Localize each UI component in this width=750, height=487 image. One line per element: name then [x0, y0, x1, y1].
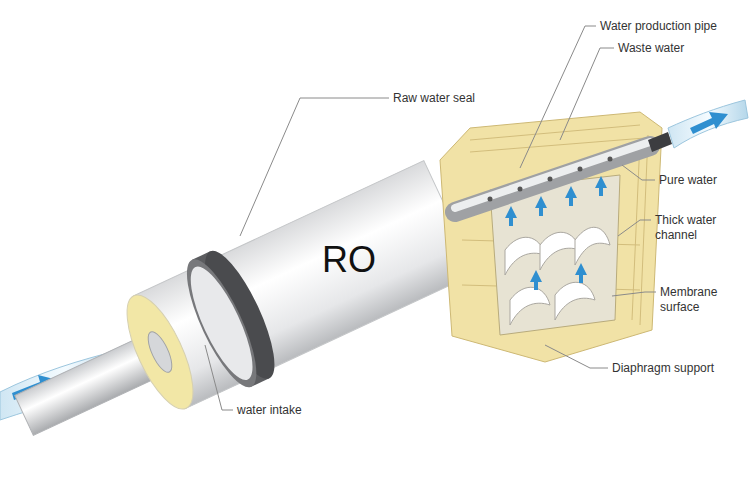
- membrane-sheet: [505, 237, 545, 275]
- leader-line: [618, 220, 651, 236]
- pipe-highlight: [455, 142, 650, 208]
- flow-arrow: [575, 263, 587, 283]
- outlet-nozzle: [648, 132, 672, 152]
- pipe-hole: [578, 167, 583, 172]
- flow-arrow: [505, 206, 517, 226]
- layer-line: [640, 135, 648, 325]
- ro-cylinder: [0, 153, 480, 479]
- part-label: Raw water seal: [393, 91, 475, 106]
- flow-arrow: [530, 270, 542, 290]
- pipe-holes: [488, 157, 613, 202]
- part-label: Membrane surface: [660, 285, 740, 315]
- part-label: water intake: [237, 403, 302, 418]
- flow-arrow: [595, 176, 607, 196]
- pipe-hole: [518, 187, 523, 192]
- leader-lines: [205, 26, 656, 410]
- leader-line: [520, 26, 596, 168]
- part-label: Pure water: [659, 173, 717, 188]
- part-label: Thick water channel: [655, 213, 737, 243]
- membrane-sheet: [575, 227, 610, 265]
- pipe-hole: [488, 197, 493, 202]
- membrane-sheets: [505, 227, 610, 325]
- pipe-hole: [608, 157, 613, 162]
- leader-line: [240, 98, 389, 236]
- leader-line: [545, 345, 608, 368]
- pure-water-stream: [668, 100, 748, 148]
- part-label: Water production pipe: [600, 19, 717, 34]
- cylinder-end-cap: [114, 287, 206, 418]
- leader-line: [622, 165, 655, 180]
- pipe-hole: [548, 177, 553, 182]
- leader-line: [612, 292, 656, 296]
- inner-pipe-end: [143, 329, 176, 376]
- leader-line: [560, 48, 614, 140]
- membrane-cutaway: [440, 100, 748, 362]
- part-label: Diaphragm support: [612, 361, 714, 376]
- membrane-sheet: [540, 232, 580, 270]
- seal-ring-inner: [179, 259, 264, 387]
- layer-line: [470, 125, 640, 140]
- flow-arrow: [690, 112, 728, 134]
- membrane-sheet: [510, 287, 550, 325]
- part-label: Waste water: [618, 41, 684, 56]
- membrane-roll: [440, 112, 662, 362]
- flow-arrow: [565, 186, 577, 206]
- flow-arrow: [535, 196, 547, 216]
- product-mark: RO: [322, 240, 376, 280]
- flow-arrows: [505, 176, 607, 290]
- leader-line: [205, 345, 233, 410]
- membrane-sheet: [555, 282, 595, 320]
